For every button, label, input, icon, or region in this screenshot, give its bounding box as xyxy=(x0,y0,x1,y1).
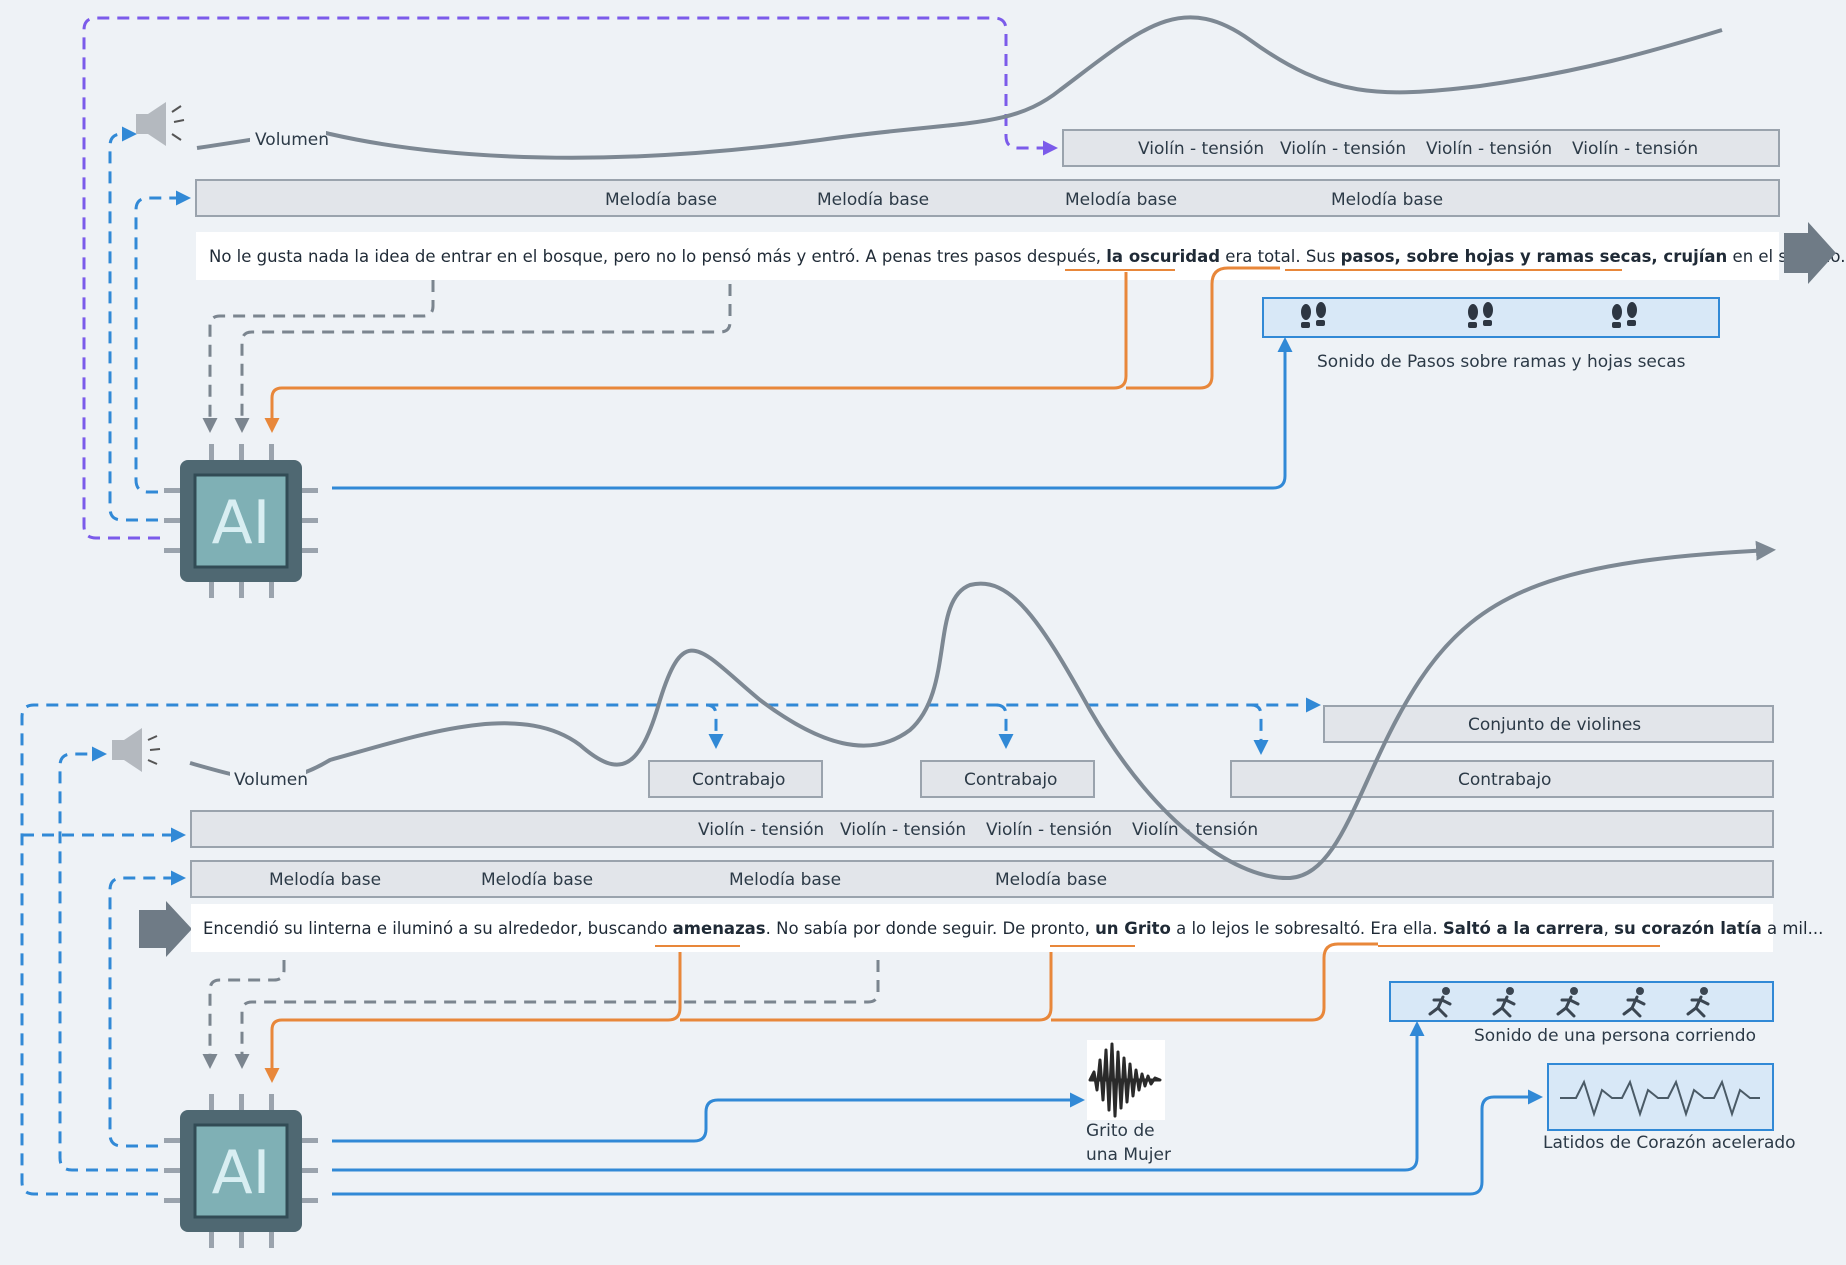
orange-link-e xyxy=(1051,942,1378,1022)
story-text-bottom: Encendió su linterna e iluminó a su alre… xyxy=(203,919,1823,938)
blue-dash-drop-3 xyxy=(1250,703,1269,755)
gray-dash-d xyxy=(234,960,880,1069)
bottom-scene: Conjunto de violines Contrabajo Contraba… xyxy=(20,540,1823,1248)
melody-track-bottom xyxy=(190,860,1774,898)
heartbeat-label: Latidos de Corazón acelerado xyxy=(1543,1133,1796,1153)
blue-dash-to-melody-bottom xyxy=(108,870,186,1148)
violin-label-b4: Violín - tensión xyxy=(1132,820,1258,840)
running-person-icon xyxy=(1428,987,1710,1018)
heartbeat-icon xyxy=(1560,1079,1760,1118)
orange-link-d xyxy=(680,952,1053,1022)
volume-curve-bottom xyxy=(189,540,1776,881)
blue-dash-to-speaker xyxy=(108,126,158,522)
melody-label-b4: Melodía base xyxy=(995,870,1107,890)
speaker-icon xyxy=(136,102,185,146)
footprints-icon xyxy=(1301,302,1637,328)
violin-label-b2: Violín - tensión xyxy=(840,820,966,840)
contrabajo-track-3 xyxy=(1230,760,1774,798)
contrabajo-track-1 xyxy=(648,760,823,798)
footsteps-label: Sonido de Pasos sobre ramas y hojas seca… xyxy=(1317,352,1686,372)
violins-ensemble-label: Conjunto de violines xyxy=(1468,715,1641,735)
story-text-top: No le gusta nada la idea de entrar en el… xyxy=(209,247,1846,266)
melody-label-b2: Melodía base xyxy=(481,870,593,890)
running-track xyxy=(1389,981,1774,1022)
top-scene: Volumen Violín - tensión Violín - tensió… xyxy=(82,15,1846,598)
contrabajo-label-1: Contrabajo xyxy=(692,770,785,790)
violin-label-b1: Violín - tensión xyxy=(698,820,824,840)
svg-text:AI: AI xyxy=(212,1138,271,1208)
next-arrow-icon xyxy=(1784,222,1836,284)
running-label: Sonido de una persona corriendo xyxy=(1474,1026,1756,1046)
scream-label-1: Grito de xyxy=(1086,1121,1155,1141)
blue-link-running xyxy=(332,1021,1425,1172)
gray-dash-a xyxy=(202,280,435,433)
blue-dash-to-melody xyxy=(134,190,191,494)
melody-label-3: Melodía base xyxy=(1065,190,1177,210)
svg-text:AI: AI xyxy=(212,488,271,558)
scream-label-2: una Mujer xyxy=(1086,1145,1171,1165)
blue-dash-drop-2 xyxy=(995,703,1014,749)
story-box-top xyxy=(196,232,1779,280)
orange-link-b xyxy=(1126,266,1280,390)
contrabajo-label-3: Contrabajo xyxy=(1458,770,1551,790)
violin-label-3: Violín - tensión xyxy=(1426,139,1552,159)
story-box-bottom xyxy=(191,904,1773,952)
violin-track-bottom xyxy=(190,810,1774,848)
contrabajo-label-2: Contrabajo xyxy=(964,770,1057,790)
melody-label-b1: Melodía base xyxy=(269,870,381,890)
blue-link-heartbeat xyxy=(332,1089,1543,1196)
volume-label-top: Volumen xyxy=(255,130,329,150)
waveform-icon xyxy=(1088,1042,1162,1118)
contrabajo-track-2 xyxy=(920,760,1095,798)
ai-chip-icon: AI xyxy=(164,1094,318,1248)
violin-label-4: Violín - tensión xyxy=(1572,139,1698,159)
volume-curve-top xyxy=(196,15,1723,160)
blue-link-footsteps xyxy=(332,337,1293,490)
melody-label-1: Melodía base xyxy=(605,190,717,210)
violin-track-top xyxy=(1062,129,1780,167)
volume-label-bottom: Volumen xyxy=(234,770,308,790)
violin-label-2: Violín - tensión xyxy=(1280,139,1406,159)
violin-label-1: Violín - tensión xyxy=(1138,139,1264,159)
blue-dash-to-speaker-bottom xyxy=(58,746,158,1172)
blue-dash-drop-1 xyxy=(705,703,724,749)
orange-link-a xyxy=(264,272,1128,433)
melody-label-4: Melodía base xyxy=(1331,190,1443,210)
blue-dash-main-bottom xyxy=(20,697,1321,1196)
speaker-icon xyxy=(112,728,161,772)
melody-track-top xyxy=(195,179,1780,217)
orange-link-c xyxy=(264,952,682,1083)
violin-label-b3: Violín - tensión xyxy=(986,820,1112,840)
blue-link-scream xyxy=(332,1092,1085,1143)
melody-label-b3: Melodía base xyxy=(729,870,841,890)
ai-chip-icon: AI xyxy=(164,444,318,598)
purple-connector xyxy=(82,16,1058,540)
prev-arrow-icon xyxy=(139,901,192,957)
melody-label-2: Melodía base xyxy=(817,190,929,210)
gray-dash-b xyxy=(234,284,732,433)
